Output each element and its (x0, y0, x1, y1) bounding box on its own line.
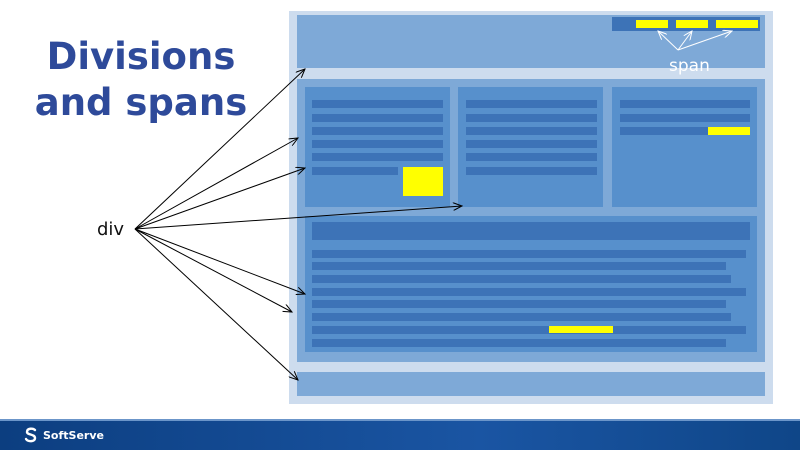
text-line (312, 326, 746, 334)
text-line (312, 275, 731, 283)
title-line-2: and spans (34, 81, 248, 124)
span-highlight-inline (708, 127, 750, 135)
arrow-to-footer (134, 228, 298, 380)
text-line (312, 167, 398, 175)
softserve-logo: SoftServe (22, 426, 104, 444)
text-line (312, 339, 726, 347)
arrow-to-article-inner (134, 228, 292, 312)
softserve-s-icon (24, 427, 37, 443)
div-label: div (97, 219, 125, 240)
span-highlight-nav-2 (676, 20, 708, 28)
text-line (466, 100, 597, 108)
text-line (466, 127, 597, 135)
brand-name: SoftServe (43, 428, 104, 442)
text-line (620, 114, 750, 122)
text-line (312, 140, 443, 148)
span-highlight-nav-3 (716, 20, 758, 28)
text-line (466, 114, 597, 122)
text-line (312, 313, 731, 321)
arrow-to-column-1 (134, 138, 298, 230)
text-line (312, 100, 443, 108)
text-line (312, 250, 746, 258)
text-line (312, 114, 443, 122)
span-highlight-article (549, 326, 613, 333)
footer-region (297, 372, 765, 396)
text-line (466, 167, 597, 175)
text-line (466, 140, 597, 148)
span-highlight-nav-1 (636, 20, 668, 28)
title-line-1: Divisions (46, 35, 236, 78)
span-highlight-block (403, 167, 443, 196)
text-line (312, 300, 726, 308)
article-heading-bar (312, 222, 750, 240)
text-line (312, 262, 726, 270)
text-line (312, 288, 746, 296)
text-line (312, 153, 443, 161)
footer-bar-divider (0, 419, 800, 421)
slide-title: Divisions and spans (12, 34, 270, 126)
span-label: span (669, 56, 710, 76)
footer-brand-bar (0, 419, 800, 450)
text-line (312, 127, 443, 135)
arrow-to-column-1-inner (134, 168, 305, 230)
arrow-to-article (134, 228, 305, 294)
text-line (620, 100, 750, 108)
text-line (620, 127, 708, 135)
text-line (466, 153, 597, 161)
